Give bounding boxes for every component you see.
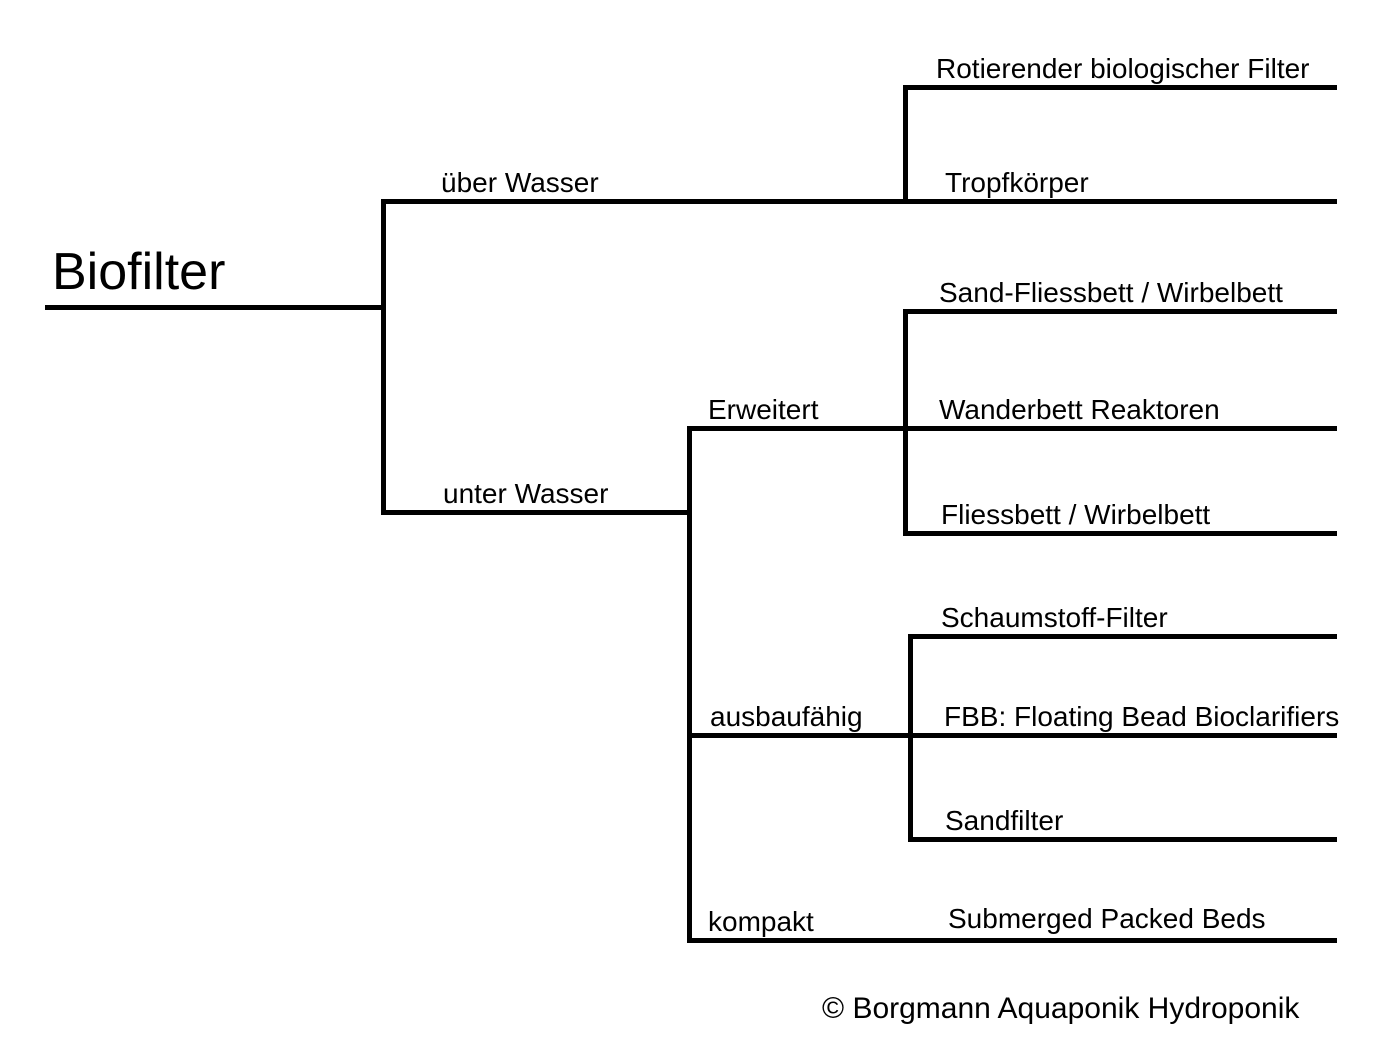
branch-line-fbb-floating-bead-bioclarifiers — [908, 733, 1337, 738]
node-label-schaumstoff-filter: Schaumstoff-Filter — [941, 602, 1168, 633]
unter-wasser-children-vertical — [687, 426, 692, 943]
branch-line-tropfkoerper — [903, 199, 1337, 204]
ausbaufaehig-children-vertical — [908, 634, 913, 842]
erweitert-children-vertical — [903, 309, 908, 536]
branch-line-ueber-wasser — [381, 199, 908, 204]
node-label-sandfilter: Sandfilter — [945, 805, 1064, 836]
node-label-submerged-packed-beds: Submerged Packed Beds — [948, 903, 1266, 934]
copyright-text: © Borgmann Aquaponik Hydroponik — [822, 992, 1300, 1025]
node-label-sand-fliessbett-wirbelbett: Sand-Fliessbett / Wirbelbett — [939, 277, 1283, 308]
branch-line-sand-fliessbett-wirbelbett — [903, 309, 1337, 314]
root-node-label: Biofilter — [52, 243, 226, 301]
node-label-ueber-wasser: über Wasser — [441, 167, 599, 198]
branch-line-fliessbett-wirbelbett — [903, 531, 1337, 536]
branch-line-unter-wasser — [381, 510, 692, 515]
root-underline — [45, 305, 385, 310]
node-label-wanderbett-reaktoren: Wanderbett Reaktoren — [939, 394, 1220, 425]
branch-line-kompakt-submerged-packed-beds — [687, 938, 1337, 943]
node-label-erweitert: Erweitert — [708, 394, 819, 425]
branch-line-ausbaufaehig — [687, 733, 913, 738]
branch-line-schaumstoff-filter — [908, 634, 1337, 639]
branch-line-rotierender-biologischer-filter — [903, 85, 1337, 90]
root-branch-vertical — [381, 199, 386, 515]
branch-line-erweitert — [687, 426, 908, 431]
node-label-fliessbett-wirbelbett: Fliessbett / Wirbelbett — [941, 499, 1211, 530]
node-label-rotierender-biologischer-filter: Rotierender biologischer Filter — [936, 53, 1310, 84]
node-label-kompakt: kompakt — [708, 906, 814, 937]
node-label-ausbaufaehig: ausbaufähig — [710, 701, 863, 732]
ueber-wasser-children-vertical — [903, 85, 908, 204]
node-label-tropfkoerper: Tropfkörper — [945, 167, 1089, 198]
branch-line-wanderbett-reaktoren — [903, 426, 1337, 431]
node-label-unter-wasser: unter Wasser — [443, 478, 609, 509]
branch-line-sandfilter — [908, 837, 1337, 842]
node-label-fbb-floating-bead-bioclarifiers: FBB: Floating Bead Bioclarifiers — [944, 701, 1340, 732]
